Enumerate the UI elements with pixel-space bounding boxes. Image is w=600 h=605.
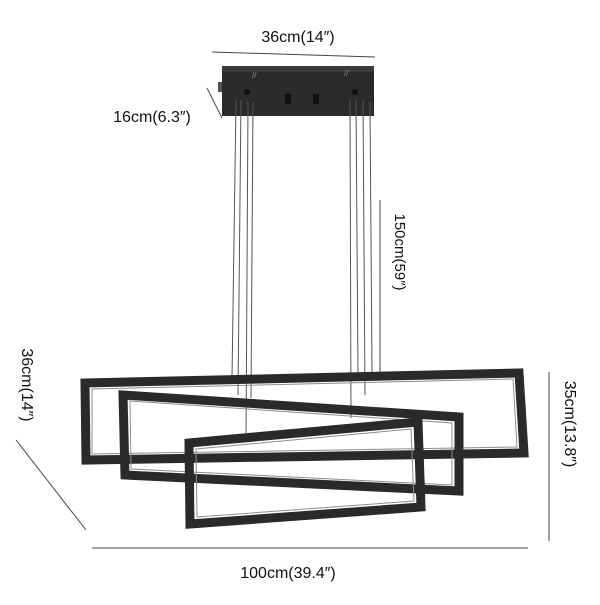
canopy-fixture-hole (313, 94, 319, 104)
label-canopy-width: 36cm(14″) (261, 29, 334, 46)
dimension-line-canopy-width (211, 51, 376, 58)
frame-middle (118, 390, 464, 496)
wire (245, 101, 249, 441)
dimension-line-frame-depth (15, 439, 87, 531)
frame-middle-inner-edge (129, 400, 453, 486)
label-hanging-length: 150cm(59″) (391, 213, 408, 290)
frame-small-inner-edge (195, 428, 415, 518)
wire (231, 99, 237, 379)
label-frame-height: 35cm(13.8″) (561, 381, 578, 468)
frame-large-inner-edge (91, 378, 518, 455)
wire (355, 99, 359, 377)
dimension-line-canopy-depth (206, 87, 223, 119)
frame-small (184, 417, 426, 529)
wire (369, 101, 373, 373)
canopy-mark: // (252, 71, 257, 80)
canopy-fixture-hole (285, 94, 291, 104)
wire (362, 99, 366, 396)
label-overall-width: 100cm(39.4″) (240, 565, 335, 582)
canopy-screw (218, 82, 222, 92)
led-frames (80, 368, 529, 529)
wire (250, 101, 254, 399)
canopy-anchor-left (244, 89, 250, 95)
canopy-mark: // (344, 69, 349, 78)
frame-large (80, 368, 529, 465)
canopy-anchor-right (352, 89, 358, 95)
label-frame-depth: 36cm(14″) (18, 348, 35, 421)
suspension-wires (231, 99, 373, 441)
wire (237, 99, 242, 396)
wire (349, 99, 352, 419)
label-canopy-depth: 16cm(6.3″) (113, 109, 191, 126)
canopy: // // (218, 66, 374, 116)
dimension-lines (15, 51, 550, 549)
canopy-top-edge (222, 66, 374, 72)
